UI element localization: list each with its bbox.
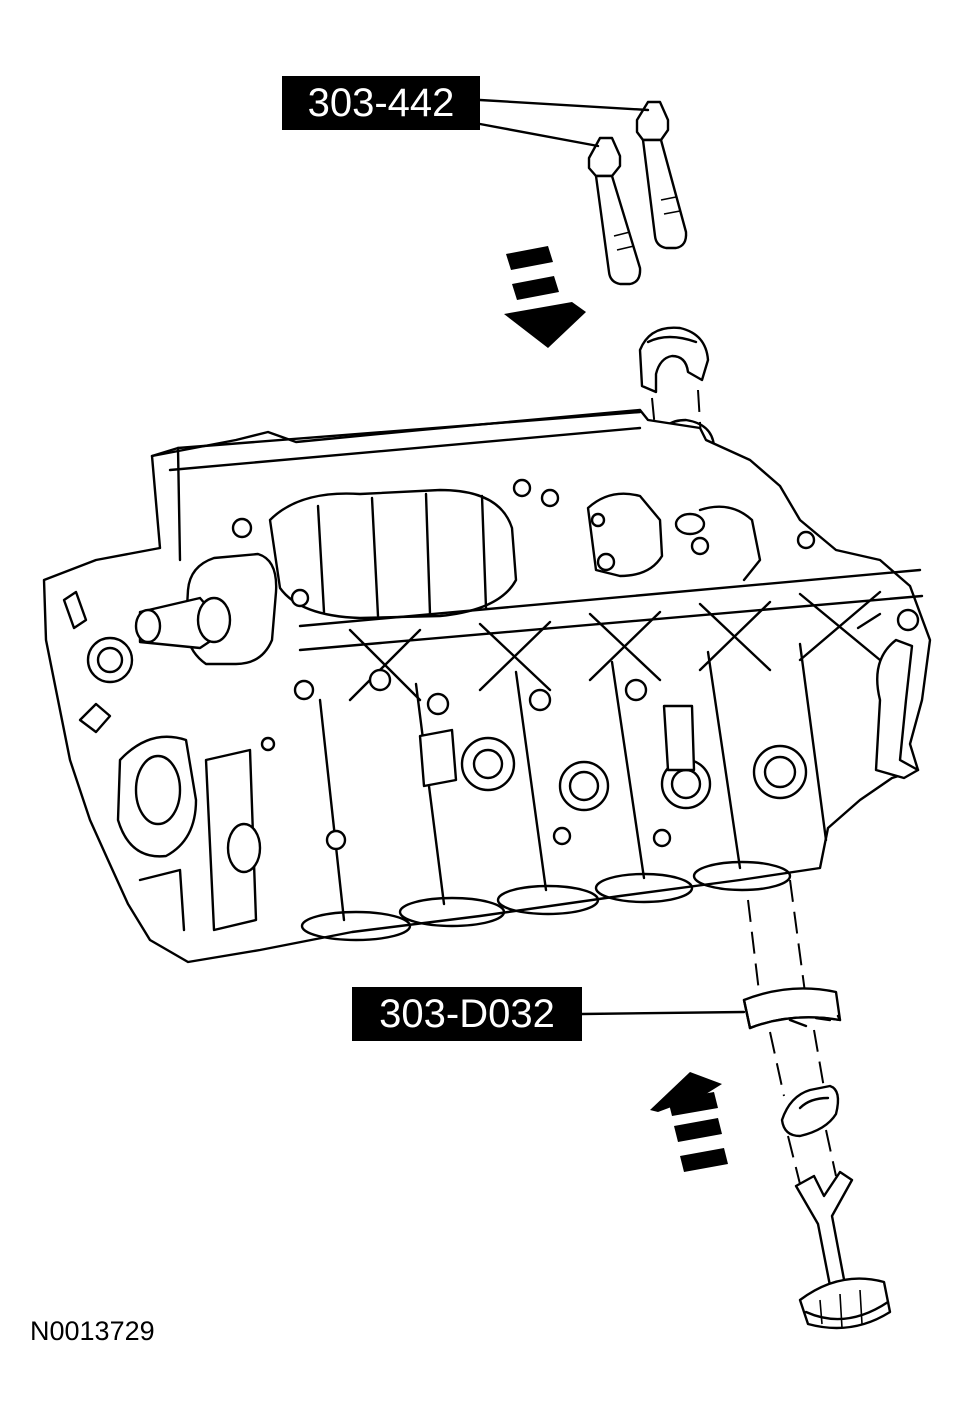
alignment-line-tool-left [787,1135,801,1185]
upper-bearing-cap [638,326,710,394]
alignment-line-lower-right [813,1029,825,1089]
engine-block [42,408,932,964]
guide-pin-rear [635,100,688,250]
guide-pin-front [587,136,642,286]
figure-reference-number: N0013729 [30,1316,155,1346]
leader-line-303-442-b [478,122,600,148]
leader-line-303-d032 [580,1010,746,1016]
alignment-line-bottom-right [789,879,807,1001]
alignment-line-lower-left [769,1031,785,1097]
lower-bearing-cap [742,987,842,1030]
leader-line-303-442-a [478,98,650,112]
bearing-installer-tool [794,1170,892,1330]
arrow-down-left-icon [504,246,586,348]
alignment-line-tool-right [825,1129,837,1177]
alignment-line-bottom-left [747,899,761,1001]
arrow-up-right-icon [650,1072,728,1172]
callout-tool-303-442: 303-442 [282,76,480,130]
callout-tool-303-d032: 303-D032 [352,987,582,1041]
lower-bearing-shell [780,1084,840,1138]
